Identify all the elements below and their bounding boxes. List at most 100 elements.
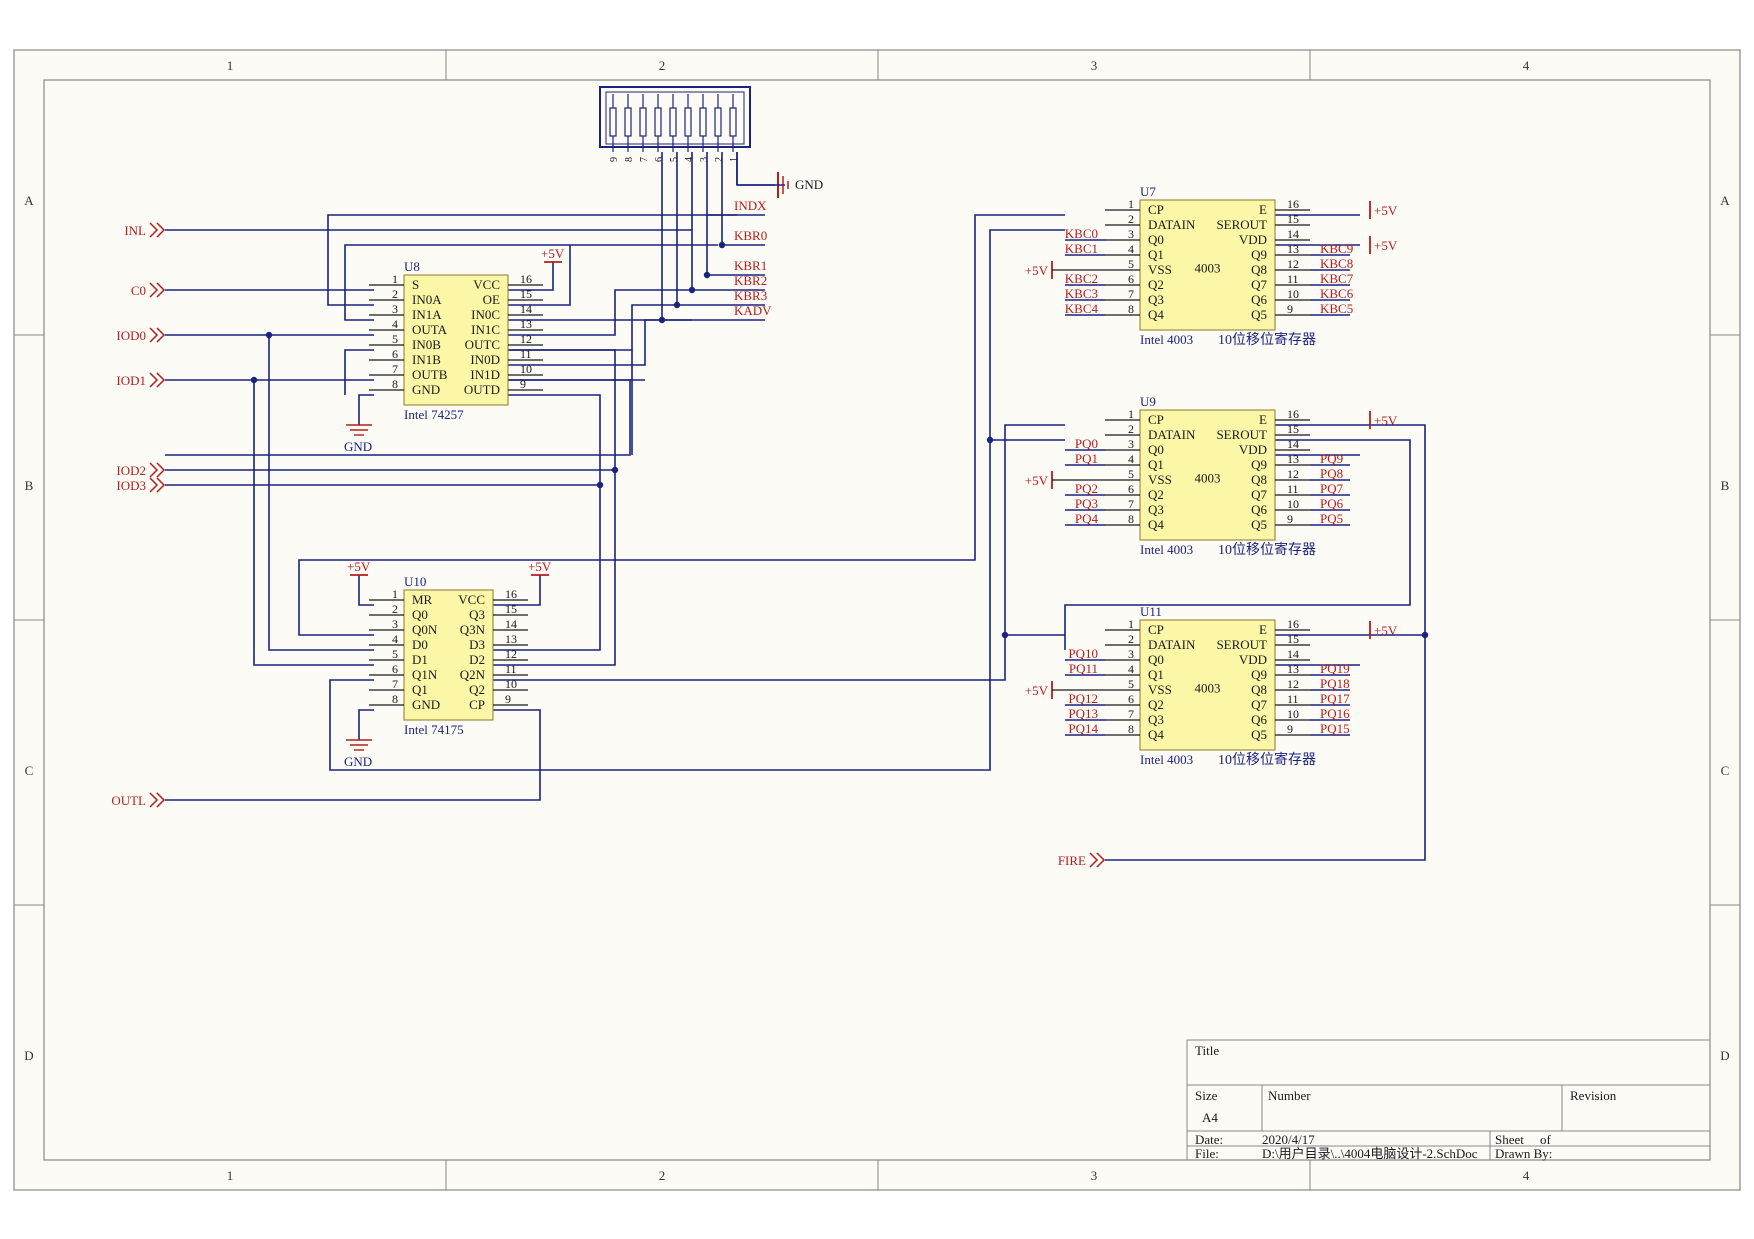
chip-pin-name: Q2 <box>1148 277 1164 292</box>
chip-pin-number: 1 <box>392 587 398 601</box>
chip-pin-number: 6 <box>1128 482 1134 496</box>
port-arrow <box>156 327 166 343</box>
chip-pin-number: 12 <box>505 647 517 661</box>
chip-part-number: Intel 4003 <box>1140 752 1193 767</box>
chip-pin-name: D1 <box>412 652 428 667</box>
port-arrow <box>1089 852 1099 868</box>
chip-pin-name: DATAIN <box>1148 427 1196 442</box>
chip-pin-number: 10 <box>520 362 532 376</box>
chip-pin-number: 5 <box>1128 467 1134 481</box>
col-label-bottom: 4 <box>1523 1168 1530 1183</box>
chip-designator: U8 <box>404 259 420 274</box>
chip-pin-name: IN0C <box>471 307 500 322</box>
chip-pin-name: Q9 <box>1251 457 1267 472</box>
gnd-label: GND <box>344 754 372 769</box>
col-label-bottom: 3 <box>1091 1168 1098 1183</box>
connector-gnd-label: GND <box>795 177 823 192</box>
chip-pin-name: Q7 <box>1251 487 1267 502</box>
chip-pin-number: 13 <box>1287 452 1299 466</box>
connector-pin-number: 9 <box>609 157 620 162</box>
port-inl: INL <box>124 223 146 238</box>
chip-pin-name: SEROUT <box>1216 637 1267 652</box>
chip-pin-name: Q2 <box>469 682 485 697</box>
chip-pin-number: 10 <box>505 677 517 691</box>
chip-pin-number: 12 <box>1287 677 1299 691</box>
chip-pin-number: 2 <box>392 287 398 301</box>
connector-pin-number: 1 <box>729 157 740 162</box>
chip-pin-name: Q5 <box>1251 517 1267 532</box>
chip-pin-name: IN1A <box>412 307 442 322</box>
chip-pin-name: Q0 <box>1148 652 1164 667</box>
chip-pin-name: IN1C <box>471 322 500 337</box>
chip-pin-name: Q2 <box>1148 697 1164 712</box>
chip-pin-number: 3 <box>1128 437 1134 451</box>
chip-pin-number: 13 <box>1287 662 1299 676</box>
port-iod2: IOD2 <box>116 463 146 478</box>
chip-pin-name: Q1 <box>1148 667 1164 682</box>
drawn-label: Drawn By: <box>1495 1146 1552 1161</box>
chip-pin-number: 10 <box>1287 707 1299 721</box>
vcc-label: +5V <box>1374 238 1398 253</box>
chip-pin-name: Q2 <box>1148 487 1164 502</box>
row-label-left: D <box>24 1048 33 1063</box>
chip-pin-number: 9 <box>505 692 511 706</box>
chip-pin-name: CP <box>1148 622 1164 637</box>
port-arrow <box>156 282 166 298</box>
chip-pin-name: VCC <box>458 592 485 607</box>
chip-pin-name: CP <box>469 697 485 712</box>
sheet-label: Sheet <box>1495 1132 1524 1147</box>
chip-pin-number: 1 <box>1128 617 1134 631</box>
net-label: PQ17 <box>1320 691 1350 706</box>
chip-description: 10位移位寄存器 <box>1218 331 1316 348</box>
net-label-indx: INDX <box>734 198 767 213</box>
chip-pin-number: 15 <box>520 287 532 301</box>
net-label: PQ14 <box>1068 721 1098 736</box>
size-value: A4 <box>1202 1110 1218 1125</box>
chip-pin-name: IN1B <box>412 352 441 367</box>
net-label: KBC4 <box>1065 301 1099 316</box>
net-label: PQ11 <box>1069 661 1098 676</box>
net-label-kadv: KADV <box>734 303 772 318</box>
chip-pin-name: VDD <box>1239 652 1267 667</box>
chip-pin-number: 5 <box>1128 257 1134 271</box>
col-label-top: 3 <box>1091 58 1098 73</box>
chip-pin-number: 16 <box>520 272 532 286</box>
chip-pin-number: 6 <box>1128 692 1134 706</box>
net-label: KBC7 <box>1320 271 1354 286</box>
chip-pin-number: 8 <box>392 377 398 391</box>
col-label-bottom: 1 <box>227 1168 234 1183</box>
chip-pin-name: Q9 <box>1251 247 1267 262</box>
number-label: Number <box>1268 1088 1311 1103</box>
port-iod1: IOD1 <box>116 373 146 388</box>
junction-dot <box>658 316 666 324</box>
port-arrow <box>149 327 159 343</box>
chip-center-label: 4003 <box>1195 261 1221 276</box>
chip-pin-number: 16 <box>1287 197 1299 211</box>
chip-pin-name: Q5 <box>1251 727 1267 742</box>
chip-body <box>1139 619 1276 751</box>
chip-pin-number: 2 <box>1128 422 1134 436</box>
chip-pin-number: 6 <box>1128 272 1134 286</box>
net-label: PQ4 <box>1075 511 1099 526</box>
col-label-top: 2 <box>659 58 666 73</box>
net-label: PQ5 <box>1320 511 1343 526</box>
chip-pin-name: Q6 <box>1251 502 1267 517</box>
chip-pin-name: OUTB <box>412 367 448 382</box>
chip-pin-number: 10 <box>1287 287 1299 301</box>
chip-pin-name: Q5 <box>1251 307 1267 322</box>
net-label: KBC3 <box>1065 286 1098 301</box>
chip-part-number: Intel 74175 <box>404 722 464 737</box>
net-label: KBC1 <box>1065 241 1098 256</box>
chip-pin-name: VSS <box>1148 262 1172 277</box>
vcc-label: +5V <box>347 559 371 574</box>
vcc-label: +5V <box>541 246 565 261</box>
chip-pin-number: 15 <box>505 602 517 616</box>
junction-dot <box>1001 631 1009 639</box>
of-label: of <box>1540 1132 1552 1147</box>
chip-pin-name: SEROUT <box>1216 427 1267 442</box>
net-label: KBC5 <box>1320 301 1353 316</box>
net-label: PQ8 <box>1320 466 1343 481</box>
net-label: PQ0 <box>1075 436 1098 451</box>
chip-pin-name: VCC <box>473 277 500 292</box>
